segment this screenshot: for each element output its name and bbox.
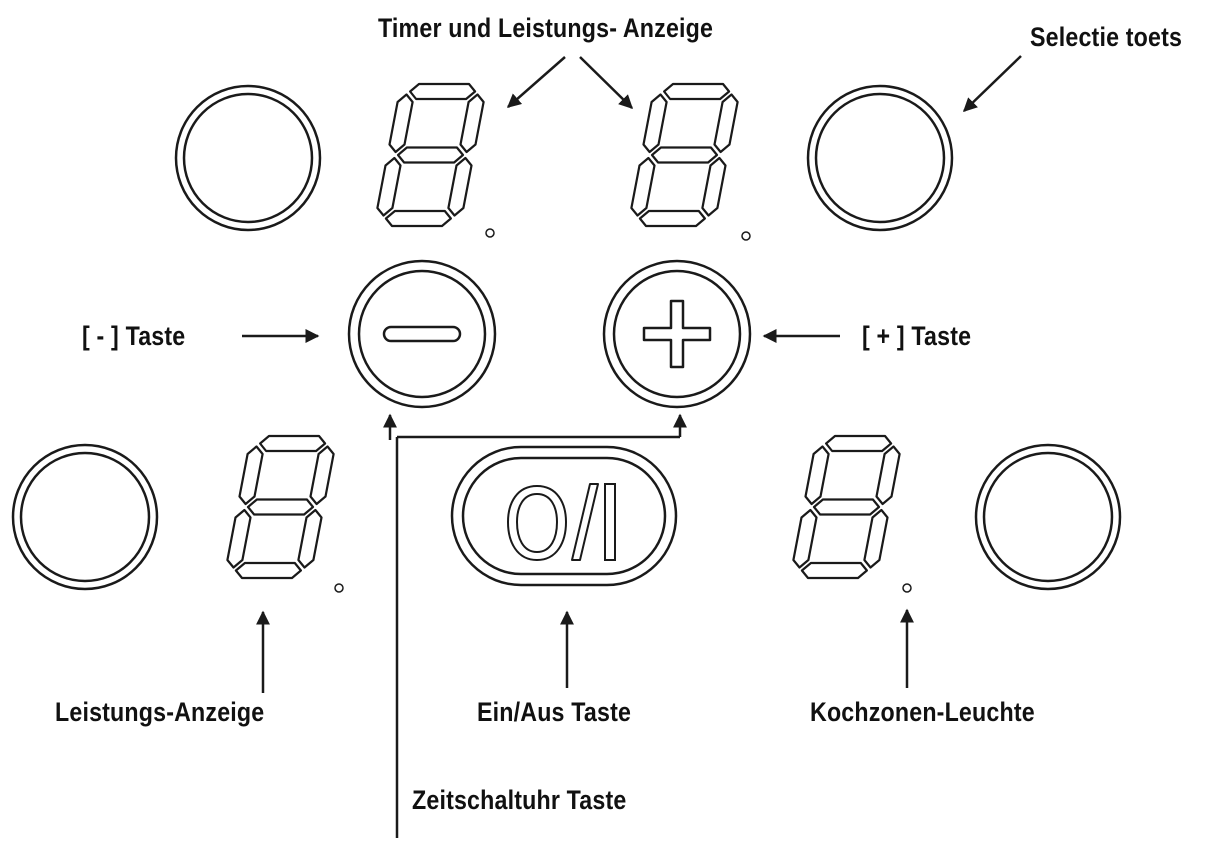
callout-arrows <box>242 55 1022 838</box>
arrow-select-key <box>962 55 1022 112</box>
label-zone-indicator: Kochzonen-Leuchte <box>810 697 1035 727</box>
seg-c <box>701 156 727 217</box>
seg-g <box>650 146 719 164</box>
zone-indicator-dot <box>902 583 912 593</box>
label-timer-power-display: Timer und Leistungs- Anzeige <box>378 13 714 43</box>
label-minus-key: [ - ] Taste <box>82 321 186 351</box>
seg-f <box>388 93 414 154</box>
seg-d <box>384 209 453 228</box>
seg-e <box>630 156 656 217</box>
minus-icon <box>382 325 462 343</box>
zone-select-key-top-left[interactable] <box>174 84 322 232</box>
arrow-timer-display-left <box>506 56 566 108</box>
zone-select-key-bottom-left[interactable] <box>11 443 159 591</box>
label-select-key: Selectie toets <box>1030 22 1183 52</box>
seg-f <box>238 445 264 506</box>
seg-d <box>800 561 869 580</box>
seg-f <box>642 93 668 154</box>
seg-g <box>396 146 465 164</box>
label-timer-key: Zeitschaltuhr Taste <box>412 785 627 815</box>
zone-select-key-top-right[interactable] <box>806 84 954 232</box>
seg-g <box>246 498 315 516</box>
seg-e <box>792 508 818 569</box>
cooking-zone-display <box>792 434 901 580</box>
label-plus-key: [ + ] Taste <box>862 321 972 351</box>
seg-a <box>258 434 327 453</box>
label-power-display: Leistungs-Anzeige <box>55 697 265 727</box>
seg-b <box>875 445 901 506</box>
seg-b <box>459 93 485 154</box>
seg-a <box>824 434 893 453</box>
decimal-dot-top-left <box>485 228 495 238</box>
seg-d <box>638 209 707 228</box>
label-on-off-key: Ein/Aus Taste <box>477 697 632 727</box>
seg-c <box>447 156 473 217</box>
timer-power-display-left <box>376 82 485 228</box>
power-on-off-icon <box>506 483 616 562</box>
seg-c <box>297 508 323 569</box>
plus-key[interactable] <box>602 259 752 409</box>
plus-icon <box>642 299 712 369</box>
zone-select-key-bottom-right[interactable] <box>974 443 1122 591</box>
seg-f <box>804 445 830 506</box>
seg-b <box>309 445 335 506</box>
timer-power-display-right <box>630 82 739 228</box>
seg-e <box>226 508 252 569</box>
on-off-key[interactable] <box>450 445 678 587</box>
seg-d <box>234 561 303 580</box>
seg-g <box>812 498 881 516</box>
decimal-dot-bottom-left <box>334 583 344 593</box>
seg-a <box>408 82 477 101</box>
seg-c <box>863 508 889 569</box>
seg-b <box>713 93 739 154</box>
minus-key[interactable] <box>347 259 497 409</box>
decimal-dot-top-right <box>741 231 751 241</box>
seg-e <box>376 156 402 217</box>
power-level-display <box>226 434 335 580</box>
arrow-timer-display-right <box>579 56 633 109</box>
seg-a <box>662 82 731 101</box>
